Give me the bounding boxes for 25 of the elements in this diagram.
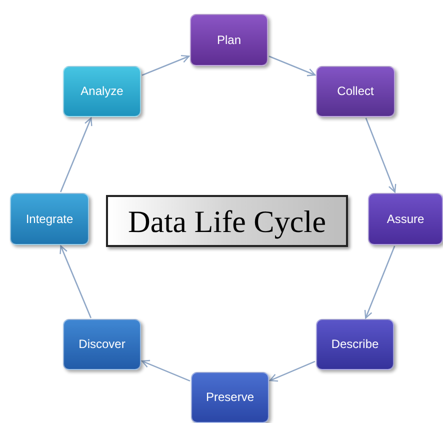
step-label: Plan — [216, 32, 242, 48]
diagram-title: Data Life Cycle — [128, 206, 326, 236]
process-box — [191, 372, 269, 423]
step-label: Assure — [386, 212, 424, 226]
step-label: Integrate — [26, 212, 74, 226]
process-box — [10, 193, 89, 245]
process-box — [316, 66, 395, 117]
arrow — [269, 360, 316, 382]
process-box — [63, 66, 141, 117]
arrow — [142, 55, 190, 76]
arrow — [365, 118, 396, 193]
step-label: Describe — [331, 337, 379, 352]
process-box — [190, 14, 268, 66]
arrow — [141, 360, 190, 382]
arrow — [364, 246, 396, 319]
step-label: Collect — [337, 84, 374, 99]
process-box — [316, 319, 394, 370]
arrow — [268, 56, 316, 76]
process-box — [368, 193, 443, 245]
arrow — [60, 117, 92, 192]
step-label: Discover — [78, 337, 126, 352]
step-label: Preserve — [206, 390, 254, 405]
arrow — [60, 245, 92, 318]
step-label: Analyze — [80, 84, 124, 99]
process-box — [63, 319, 141, 370]
